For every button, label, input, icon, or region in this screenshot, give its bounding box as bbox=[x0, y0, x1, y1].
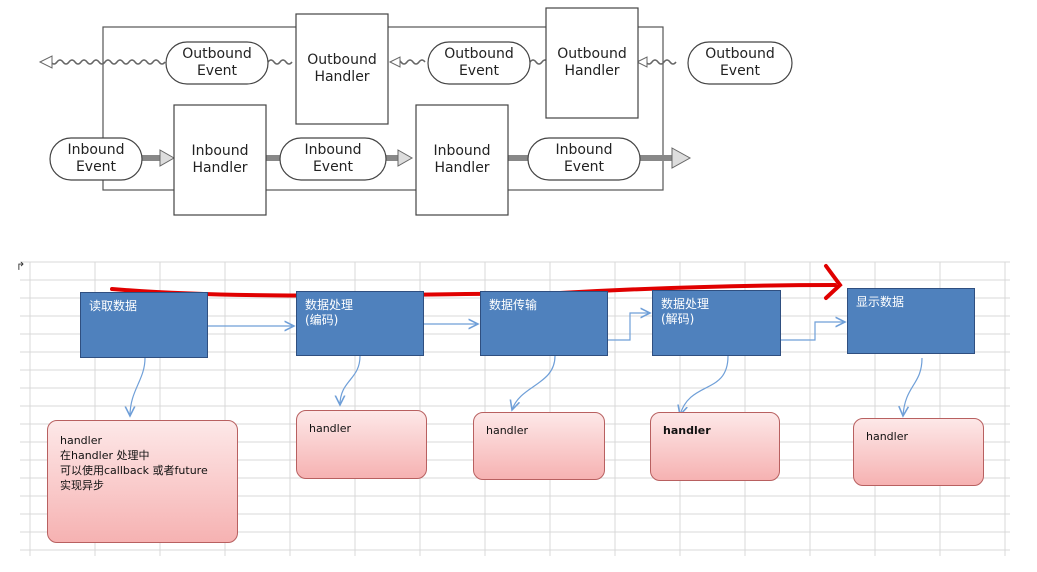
outbound-handler-box-2 bbox=[545, 7, 639, 119]
handler-box-3: handler bbox=[473, 412, 605, 480]
handler-2-label: handler bbox=[309, 422, 352, 435]
step-connectors bbox=[130, 313, 923, 416]
inbound-event-pill-3 bbox=[527, 137, 641, 181]
outbound-event-label-2: Outbound Event bbox=[444, 46, 514, 79]
step-read-data: 读取数据 bbox=[80, 292, 208, 358]
handler-box-5: handler bbox=[853, 418, 984, 486]
inbound-event-label-2: Inbound Event bbox=[304, 142, 362, 175]
outbound-handler-label-2: Outbound Handler bbox=[557, 46, 627, 79]
outbound-handler-label-1: Outbound Handler bbox=[307, 52, 377, 85]
handler-arrow-5 bbox=[903, 357, 923, 416]
inbound-event-label-3: Inbound Event bbox=[555, 142, 613, 175]
connector-3 bbox=[608, 313, 650, 341]
inbound-handler-label-1: Inbound Handler bbox=[191, 143, 249, 176]
step-encode: 数据处理 (编码) bbox=[296, 291, 424, 356]
connector-4 bbox=[781, 322, 845, 341]
outbound-flow-line-1 bbox=[267, 59, 293, 65]
inbound-arrowhead-3 bbox=[671, 147, 692, 169]
step-decode: 数据处理 (解码) bbox=[652, 290, 781, 356]
inbound-handler-box-1 bbox=[173, 104, 267, 216]
outbound-arrowhead-left bbox=[38, 55, 53, 69]
outbound-arrowhead-mid bbox=[388, 56, 401, 68]
red-arrow-head bbox=[824, 264, 843, 300]
handler-box-1: handler 在handler 处理中 可以使用callback 或者futu… bbox=[47, 420, 238, 543]
handler-1-line-1: handler bbox=[60, 434, 103, 447]
outbound-flow-line-left bbox=[44, 59, 166, 65]
handler-arrow-4 bbox=[680, 355, 729, 415]
handler-1-line-2: 在handler 处理中 bbox=[60, 449, 150, 462]
inbound-handler-box-2 bbox=[415, 104, 509, 216]
inbound-event-label-1: Inbound Event bbox=[67, 142, 125, 175]
inbound-handler-label-2: Inbound Handler bbox=[433, 143, 491, 176]
handler-arrow-1 bbox=[130, 357, 146, 416]
step-display-data: 显示数据 bbox=[847, 288, 975, 354]
handler-box-4: handler bbox=[650, 412, 780, 481]
inbound-arrowhead-2 bbox=[397, 149, 414, 167]
handler-box-2: handler bbox=[296, 410, 427, 479]
handler-1-line-3: 可以使用callback 或者future bbox=[60, 464, 208, 477]
outbound-arrowhead-right bbox=[635, 56, 648, 68]
outbound-event-pill-3 bbox=[687, 41, 793, 85]
inbound-arrowhead-1 bbox=[159, 149, 176, 167]
handler-arrow-2 bbox=[340, 355, 361, 405]
outbound-event-pill-2 bbox=[427, 41, 531, 85]
step-transfer: 数据传输 bbox=[480, 291, 608, 356]
outbound-flow-line-3 bbox=[529, 59, 549, 65]
outbound-event-pill-1 bbox=[165, 41, 269, 85]
inbound-event-pill-2 bbox=[279, 137, 387, 181]
corner-mark: ↱ bbox=[16, 260, 26, 273]
handler-5-label: handler bbox=[866, 430, 909, 443]
outbound-event-label-1: Outbound Event bbox=[182, 46, 252, 79]
pipeline-diagram bbox=[38, 7, 793, 216]
outbound-handler-box-1 bbox=[295, 13, 389, 125]
handler-3-label: handler bbox=[486, 424, 529, 437]
inbound-event-pill-1 bbox=[49, 137, 143, 181]
handler-1-line-4: 实现异步 bbox=[60, 479, 104, 492]
handler-4-label: handler bbox=[663, 424, 711, 437]
handler-arrow-3 bbox=[512, 355, 556, 410]
outbound-event-label-3: Outbound Event bbox=[705, 46, 775, 79]
